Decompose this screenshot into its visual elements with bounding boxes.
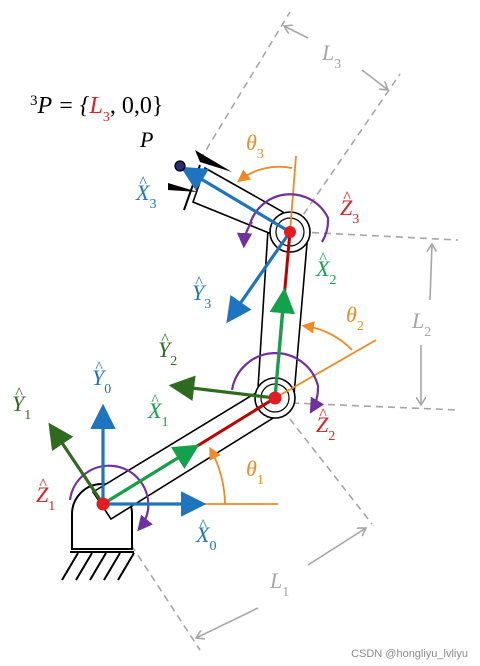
- z2-rotation-arc: [230, 352, 325, 414]
- l1-label: L1: [269, 568, 289, 600]
- x3-axis-arrow: [180, 166, 291, 234]
- theta3-arc: [237, 165, 293, 183]
- y1-axis-arrow: [48, 422, 105, 505]
- z3-label: Z3: [340, 195, 359, 227]
- axis-labels: X0 ^ Y0 ^ Z1 ^ X1 ^ Y1 ^ Y2 ^ Z2 ^ X2 ^ …: [12, 174, 359, 554]
- z3-rotation-arc-left: [236, 221, 253, 249]
- rotation-arcs: [68, 193, 330, 532]
- l2-label: L2: [411, 308, 431, 340]
- y1-label: Y1: [12, 391, 31, 423]
- x3-label: X3: [135, 180, 156, 212]
- l3-arrow-right: [361, 69, 388, 90]
- x1-label: X1: [147, 398, 168, 430]
- l2-arrow-upper: [430, 244, 432, 301]
- theta3-label: θ3: [246, 130, 264, 162]
- theta2-reference: [274, 339, 377, 399]
- theta2-label: θ2: [346, 302, 364, 334]
- z1-hat: ^: [39, 476, 47, 493]
- z3-hat: ^: [343, 189, 351, 206]
- guide-joint3-up: [289, 73, 401, 235]
- theta1-arc: [209, 446, 226, 505]
- origin-joint-1: [96, 497, 110, 511]
- z2-label: Z2: [316, 412, 335, 444]
- y1-hat: ^: [15, 385, 23, 402]
- dimension-arrows: [196, 26, 432, 638]
- point-p-label: P: [139, 127, 153, 152]
- x2-hat: ^: [319, 250, 327, 267]
- x1-hat: ^: [151, 392, 159, 409]
- z1-rotation-arc: [68, 464, 153, 532]
- x2-axis-arrow: [269, 287, 296, 399]
- x1-axis-arrow: [102, 444, 200, 506]
- position-equation: 3P = {L3, 0,0}: [30, 93, 163, 125]
- y3-label: Y3: [192, 280, 211, 312]
- length-labels: L1 L2 L3: [269, 40, 431, 600]
- theta1-label: θ1: [246, 456, 264, 488]
- guide-joint2-horizontal: [291, 402, 459, 411]
- joint-origins: [96, 226, 296, 511]
- origin-joint-3: [284, 226, 296, 238]
- y2-axis-arrow: [168, 375, 276, 401]
- x3-hat: ^: [139, 174, 147, 191]
- y2-label: Y2: [158, 337, 177, 369]
- x0-label: X0: [195, 522, 216, 554]
- gripper-upper-finger: [195, 150, 232, 172]
- x0-hat: ^: [199, 517, 207, 534]
- theta2-arc: [301, 320, 353, 351]
- z3-rotation-arc: [248, 193, 330, 243]
- x2-label: X2: [315, 256, 336, 288]
- point-p-marker: [174, 160, 186, 172]
- l1-arrow-upper: [307, 528, 366, 566]
- y3-axis-arrow: [226, 231, 292, 324]
- y0-hat: ^: [95, 359, 103, 376]
- y2-hat: ^: [161, 331, 169, 348]
- axes: [48, 166, 296, 517]
- l1-arrow-lower: [196, 607, 259, 638]
- y0-label: Y0: [92, 365, 111, 397]
- l3-label: L3: [321, 40, 341, 72]
- z2-hat: ^: [319, 406, 327, 423]
- l3-arrow-left: [284, 26, 309, 39]
- ground-hatch: [61, 552, 135, 581]
- guide-wrist-up: [199, 11, 291, 161]
- origin-joint-2: [268, 391, 282, 405]
- y3-hat: ^: [195, 274, 203, 291]
- watermark: CSDN @hongliyu_lvliyu: [351, 648, 468, 660]
- angle-labels: θ1 θ2 θ3: [246, 130, 364, 488]
- z1-label: Z1: [36, 482, 55, 514]
- guide-joint2-diagonal: [274, 399, 373, 525]
